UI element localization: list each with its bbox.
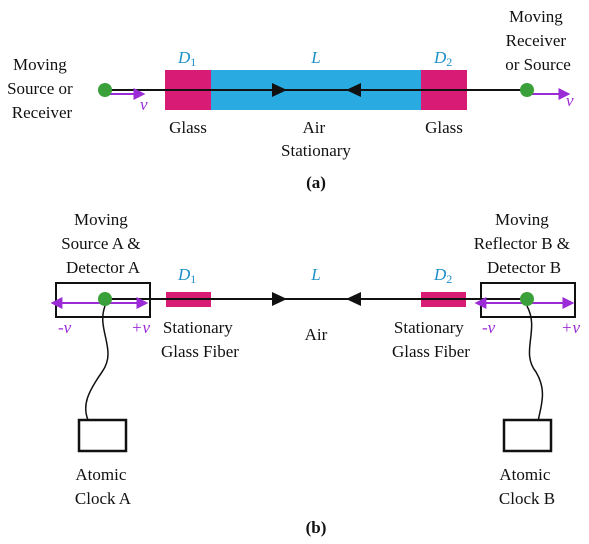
- panel-b-left-label: Moving Source A & Detector A: [61, 210, 145, 277]
- atomic-clock-b-icon: [502, 418, 553, 453]
- cable-left: [84, 305, 109, 421]
- panel-a: Moving Source or Receiver Moving Receive…: [7, 7, 574, 192]
- panel-b: Moving Source A & Detector A Moving Refl…: [50, 210, 580, 537]
- glass-label-left-a: Glass: [169, 118, 207, 137]
- panel-b-right-label: Moving Reflector B & Detector B: [474, 210, 575, 277]
- panel-a-left-label-line2: Source or: [7, 79, 73, 98]
- arrow-left-b: [346, 292, 361, 306]
- d2-label-a: D2: [433, 48, 452, 69]
- minus-v-label-right: -v: [482, 318, 496, 337]
- d1-label-b: D1: [177, 265, 196, 286]
- L-label-b: L: [310, 265, 320, 284]
- panel-a-right-label: Moving Receiver or Source: [505, 7, 571, 74]
- air-label-a: Air Stationary: [281, 118, 351, 160]
- caption-a: (a): [306, 173, 326, 192]
- minus-v-label-left: -v: [58, 318, 72, 337]
- d1-label-a: D1: [177, 48, 196, 69]
- caption-b: (b): [306, 518, 327, 537]
- air-label-b: Air: [305, 325, 328, 344]
- cable-right: [526, 305, 544, 423]
- clock-b-label: Atomic Clock B: [499, 465, 555, 508]
- fiber-label-right: Stationary Glass Fiber: [392, 318, 470, 361]
- fiber-label-left: Stationary Glass Fiber: [161, 318, 239, 361]
- arrow-left-a: [346, 83, 361, 97]
- v-label-right-a: v: [566, 91, 574, 110]
- panel-a-left-label-line3: Receiver: [12, 103, 73, 122]
- d2-label-b: D2: [433, 265, 452, 286]
- glass-label-right-a: Glass: [425, 118, 463, 137]
- source-dot-b: [98, 292, 112, 306]
- receiver-dot-a: [520, 83, 534, 97]
- reflector-dot-b: [520, 292, 534, 306]
- arrow-right-a: [272, 83, 287, 97]
- L-label-a: L: [310, 48, 320, 67]
- panel-a-left-label: Moving Source or Receiver: [7, 55, 77, 122]
- plus-v-label-right: +v: [561, 318, 580, 337]
- atomic-clock-a-icon: [77, 418, 128, 453]
- clock-a-label: Atomic Clock A: [75, 465, 132, 508]
- panel-a-left-label-line1: Moving: [13, 55, 67, 74]
- v-label-left-a: v: [140, 95, 148, 114]
- source-dot-a: [98, 83, 112, 97]
- panel-a-right-label-line2: Receiver: [506, 31, 567, 50]
- panel-a-right-label-line3: or Source: [505, 55, 571, 74]
- plus-v-label-left: +v: [131, 318, 150, 337]
- panel-a-right-label-line1: Moving: [509, 7, 563, 26]
- arrow-right-b: [272, 292, 287, 306]
